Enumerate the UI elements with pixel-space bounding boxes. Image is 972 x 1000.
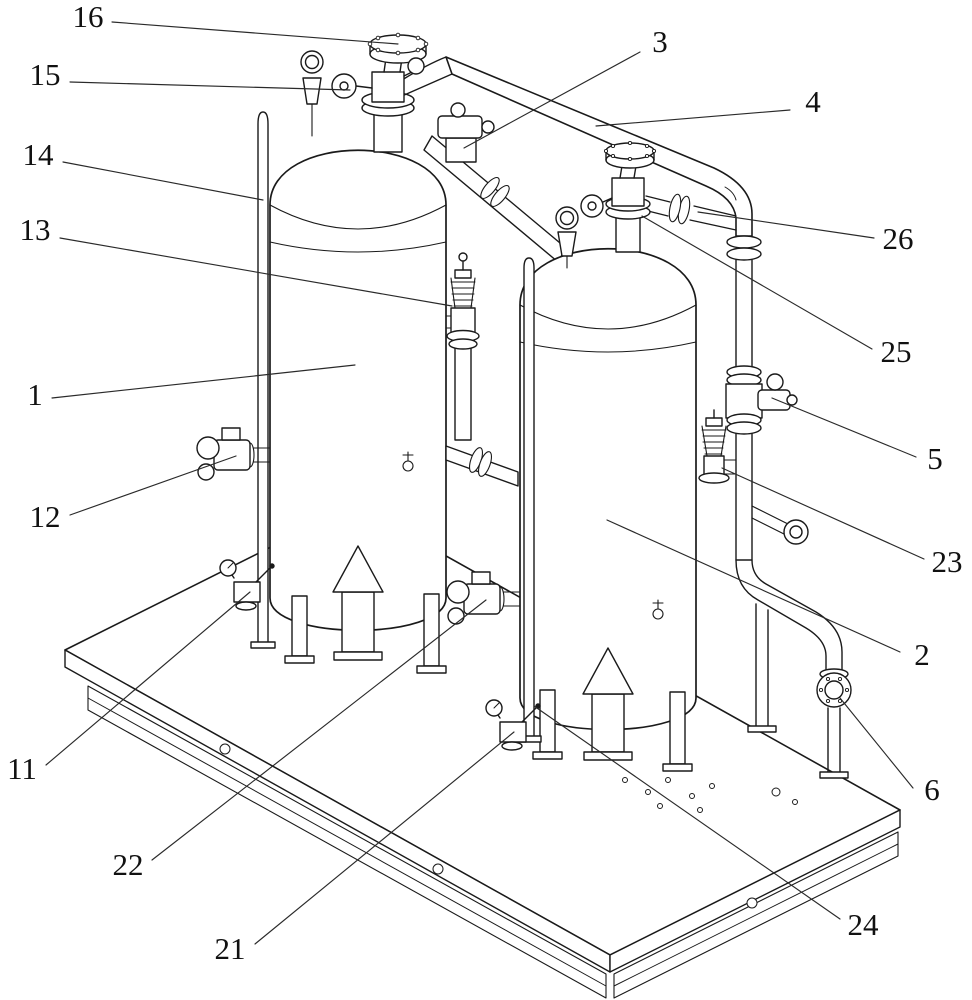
- callout-label-6: 6: [924, 772, 940, 807]
- lifting-ring: [300, 50, 324, 74]
- skid-base: [64, 504, 901, 999]
- leader-line-16: [111, 21, 399, 45]
- callout-label-22: 22: [113, 847, 144, 882]
- leader-line-25: [641, 215, 873, 350]
- edge-lug: [432, 863, 444, 875]
- leader-line-15: [69, 81, 351, 91]
- actuator-knob: [447, 607, 465, 625]
- vessel-left-vent-fitting: [402, 451, 414, 472]
- actuator-knob: [766, 373, 784, 391]
- leader-line-12: [69, 455, 237, 516]
- vessel-right-legs: [532, 647, 693, 772]
- leader-line-26: [697, 211, 875, 239]
- handwheel-25: [580, 194, 604, 218]
- callout-label-5: 5: [927, 441, 943, 476]
- lifting-lug-plate: [557, 231, 577, 257]
- lifting-lug-plate: [302, 77, 322, 105]
- leader-line-14: [62, 161, 264, 201]
- leader-line-2: [606, 519, 901, 653]
- edge-lug: [219, 743, 231, 755]
- callout-label-14: 14: [23, 137, 55, 172]
- callout-label-11: 11: [7, 751, 37, 786]
- handwheel-aux: [407, 57, 425, 75]
- elbow-to-manifold: [401, 56, 453, 97]
- leader-line-11: [45, 591, 251, 766]
- callout-label-25: 25: [881, 334, 912, 369]
- leader-line-23: [721, 467, 925, 560]
- callout-label-15: 15: [30, 57, 61, 92]
- valve-actuated-3: [437, 102, 495, 163]
- flange-bolts: [367, 32, 429, 56]
- standpipe-mid-24: [516, 257, 542, 743]
- edge-lug: [746, 897, 758, 909]
- valve-cross-body: [371, 71, 405, 103]
- flange-bolts: [818, 676, 850, 704]
- callout-label-12: 12: [30, 499, 61, 534]
- leader-line-22: [151, 599, 487, 861]
- vessel-right-top-assembly: [555, 140, 657, 269]
- manifold-branch-flange-26: [643, 193, 737, 231]
- lower-manifold-stub: [445, 445, 519, 487]
- actuator-handwheel: [481, 120, 495, 134]
- callout-label-13: 13: [20, 212, 51, 247]
- callout-label-24: 24: [848, 907, 880, 942]
- leader-line-4: [595, 109, 791, 127]
- valve-gauge-11: [219, 559, 275, 611]
- callout-label-4: 4: [805, 84, 821, 119]
- spring-coil: [450, 281, 476, 307]
- standpipe-left-14: [250, 50, 324, 649]
- spring-coil: [701, 429, 727, 455]
- spring-coil: [701, 425, 727, 457]
- leader-line-6: [839, 697, 914, 789]
- flange-bolts: [603, 140, 657, 162]
- lifting-ring: [555, 206, 579, 230]
- leader-line-1: [51, 364, 356, 399]
- vessel-left-legs: [284, 545, 447, 674]
- callout-label-16: 16: [73, 0, 104, 34]
- valve-actuated-5: [725, 365, 798, 435]
- deck-anchor-holes: [622, 777, 798, 813]
- valve-cross-body-25: [611, 177, 645, 207]
- leader-line-21: [254, 731, 515, 945]
- callout-label-2: 2: [914, 637, 930, 672]
- leader-line-5: [771, 397, 917, 458]
- vessel-right-vent-fitting: [652, 599, 664, 620]
- callout-label-23: 23: [932, 544, 963, 579]
- end-flange-6: [816, 672, 852, 708]
- callout-label-1: 1: [27, 377, 43, 412]
- stub-flange-pipe: [751, 505, 789, 535]
- safety-valve-23: [698, 409, 737, 484]
- valve-gauge-21: [485, 699, 541, 751]
- handwheel-15: [331, 73, 357, 99]
- callout-label-21: 21: [215, 931, 246, 966]
- actuator-knob: [450, 102, 466, 118]
- valve-actuated-12: [196, 427, 271, 481]
- leader-line-24: [533, 705, 841, 920]
- valve-actuated-22: [446, 571, 521, 625]
- safety-valve-13: [445, 252, 480, 441]
- callout-label-3: 3: [652, 24, 668, 59]
- actuator-handwheel: [446, 580, 470, 604]
- actuator-handwheel: [196, 436, 220, 460]
- leader-line-3: [463, 51, 641, 149]
- outlet-run-flange-6: [735, 559, 852, 779]
- spring-coil: [450, 277, 476, 309]
- callout-label-26: 26: [883, 221, 914, 256]
- actuator-handwheel: [786, 394, 798, 406]
- leader-line-13: [59, 237, 453, 307]
